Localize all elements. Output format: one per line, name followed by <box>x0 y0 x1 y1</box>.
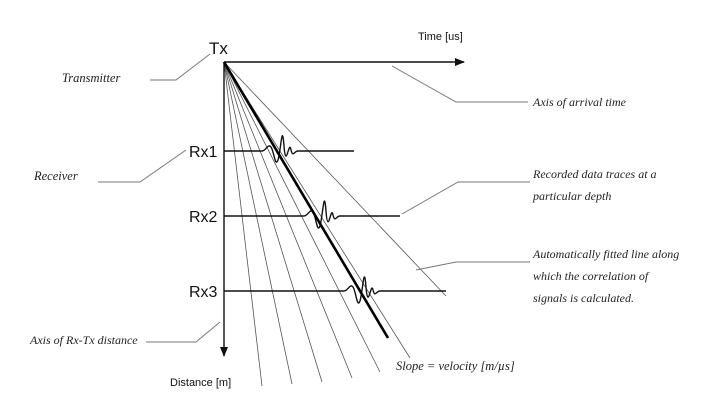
trace-rx3 <box>224 276 446 304</box>
annotation-axis-distance: Axis of Rx-Tx distance <box>29 333 138 347</box>
time-axis-label: Time [us] <box>418 31 463 43</box>
ray-line <box>223 61 381 373</box>
ray-line <box>223 61 353 379</box>
ray-line <box>223 61 447 297</box>
ray-line <box>223 61 323 383</box>
leader-distance <box>146 321 221 343</box>
ray-line <box>223 61 411 359</box>
annotation-receiver: Receiver <box>33 169 78 183</box>
rx1-label: Rx1 <box>189 144 218 161</box>
annotation-transmitter: Transmitter <box>62 71 120 85</box>
ray-line <box>223 61 293 385</box>
annotation-axis-time: Axis of arrival time <box>532 95 627 109</box>
annotation-fit-1: Automatically fitted line along <box>532 247 679 261</box>
leader-traces <box>401 181 530 215</box>
annotation-traces-1: Recorded data traces at a <box>532 167 657 181</box>
leader-transmitter <box>150 53 211 81</box>
trace-rx2 <box>224 200 400 229</box>
rx3-label: Rx3 <box>189 284 218 301</box>
ray-fan <box>223 61 447 387</box>
annotation-fit-3: signals is calculated. <box>533 291 634 305</box>
rx2-label: Rx2 <box>189 209 218 226</box>
annotation-fit-2: which the correlation of <box>533 269 650 283</box>
leader-fit <box>415 261 530 271</box>
leader-lines <box>98 53 530 343</box>
annotation-traces-2: particular depth <box>532 189 611 203</box>
ray-line <box>223 61 263 387</box>
fitted-line <box>222 61 390 339</box>
annotation-slope: Slope = velocity [m/µs] <box>396 359 515 373</box>
tx-label: Tx <box>209 39 228 58</box>
leader-axis-time <box>391 65 528 103</box>
leader-receiver <box>98 149 187 183</box>
trace-rx1 <box>224 135 354 163</box>
distance-axis-label: Distance [m] <box>170 377 231 389</box>
